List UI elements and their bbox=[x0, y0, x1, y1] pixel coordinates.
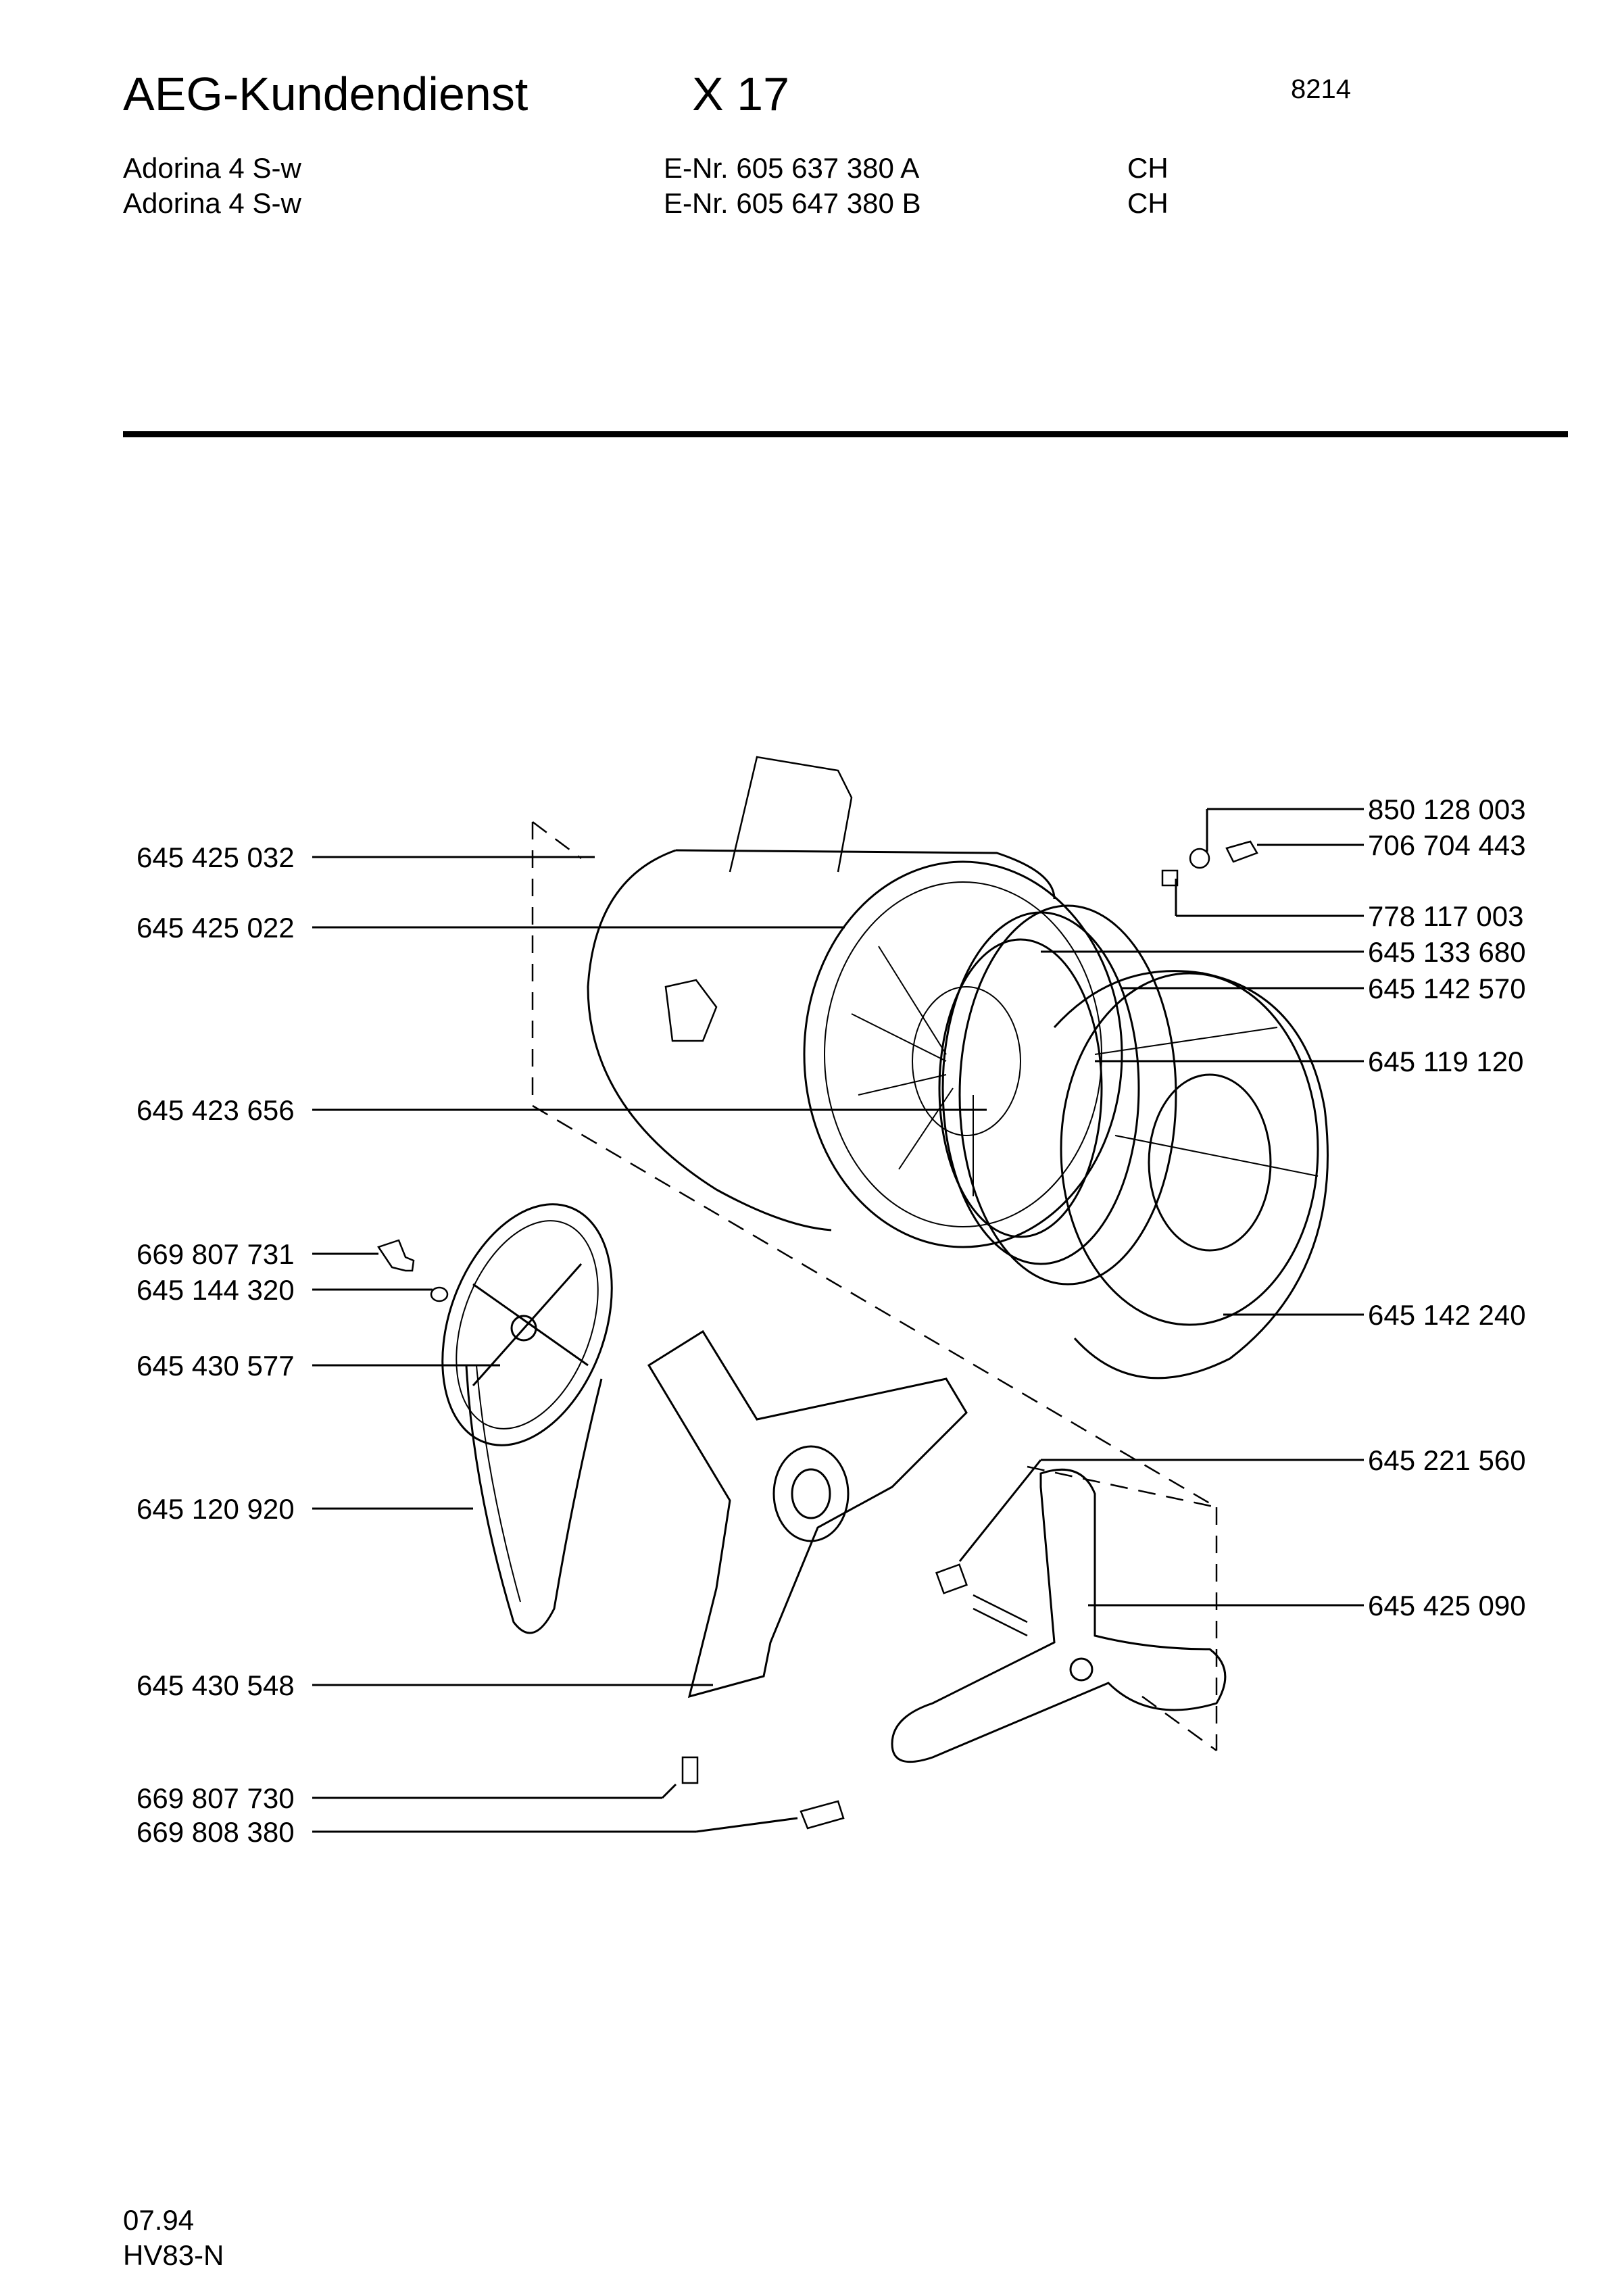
appliance-name: Adorina 4 S-w bbox=[123, 152, 301, 184]
spider-bracket bbox=[891, 1468, 1227, 1763]
leader-lines-right bbox=[958, 808, 1364, 1607]
footer-date: 07.94 bbox=[123, 2204, 195, 2236]
part-label: 669 807 731 bbox=[137, 1238, 295, 1270]
part-label: 645 133 680 bbox=[1368, 936, 1526, 968]
part-label: 645 119 120 bbox=[1368, 1046, 1524, 1077]
part-label: 645 142 240 bbox=[1368, 1299, 1526, 1331]
appliance-country: CH bbox=[1127, 187, 1169, 219]
part-label: 645 423 656 bbox=[137, 1094, 295, 1126]
model-code: X 17 bbox=[692, 68, 789, 120]
part-label: 645 430 548 bbox=[137, 1669, 295, 1701]
appliance-country: CH bbox=[1127, 152, 1169, 184]
part-label: 645 144 320 bbox=[137, 1274, 295, 1306]
document-code: 8214 bbox=[1291, 74, 1351, 104]
part-label: 778 117 003 bbox=[1368, 900, 1524, 932]
fasteners-left-bottom bbox=[377, 1239, 845, 1830]
header-divider bbox=[123, 431, 1568, 437]
appliance-name: Adorina 4 S-w bbox=[123, 187, 301, 219]
part-label: 645 221 560 bbox=[1368, 1444, 1526, 1476]
appliance-enr: E-Nr. 605 647 380 B bbox=[664, 187, 921, 219]
bearing-bracket bbox=[647, 1329, 968, 1699]
drive-belt bbox=[465, 1365, 603, 1634]
appliance-enr: E-Nr. 605 637 380 A bbox=[664, 152, 920, 184]
shaft bbox=[935, 1563, 1028, 1637]
part-label: 645 142 570 bbox=[1368, 973, 1526, 1004]
pulley bbox=[441, 1203, 613, 1446]
assembly-frame bbox=[531, 821, 1218, 1752]
fasteners-top-right bbox=[1161, 840, 1258, 887]
part-label: 645 430 577 bbox=[137, 1350, 295, 1382]
leader-lines-left bbox=[312, 856, 987, 1833]
part-label: 645 425 032 bbox=[137, 841, 295, 873]
part-label: 645 425 022 bbox=[137, 912, 295, 944]
part-label: 645 120 920 bbox=[137, 1493, 295, 1525]
brand-title: AEG-Kundendienst bbox=[123, 68, 529, 120]
part-label: 706 704 443 bbox=[1368, 829, 1526, 861]
part-label: 850 128 003 bbox=[1368, 793, 1526, 825]
gasket-rings bbox=[938, 904, 1177, 1286]
part-label: 645 425 090 bbox=[1368, 1590, 1526, 1621]
footer-ref: HV83-N bbox=[123, 2239, 224, 2271]
part-label: 669 807 730 bbox=[137, 1782, 295, 1814]
outer-tub bbox=[587, 756, 1123, 1248]
part-label: 669 808 380 bbox=[137, 1816, 295, 1848]
front-counterweight bbox=[1053, 970, 1329, 1379]
